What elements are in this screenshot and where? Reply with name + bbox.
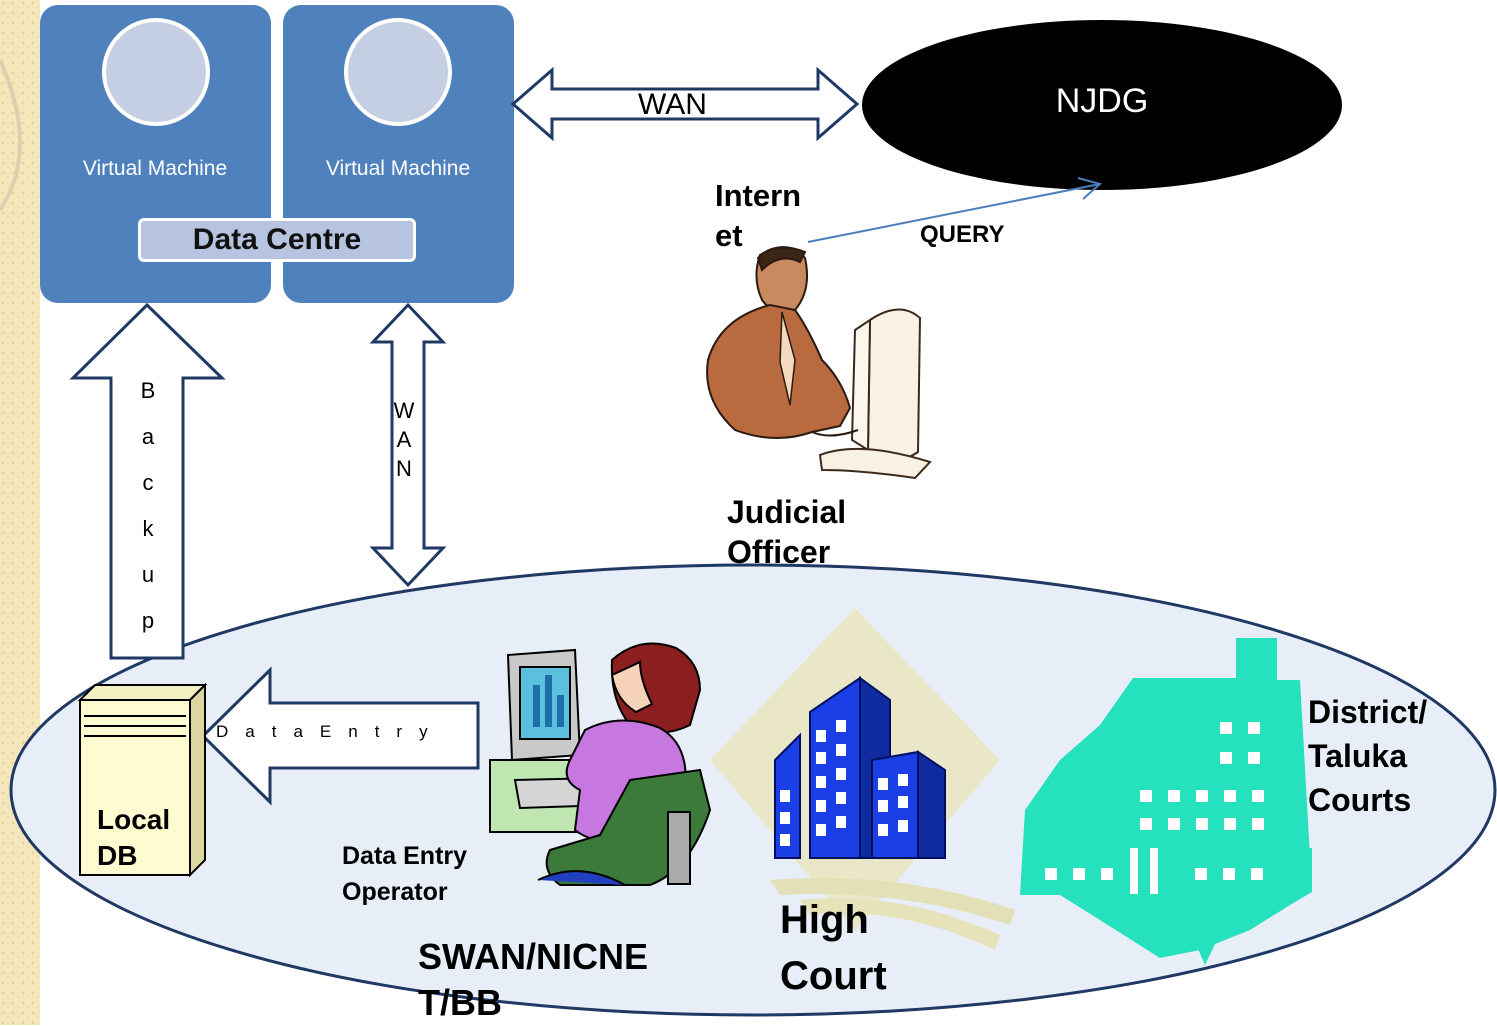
decorative-left-border (0, 0, 40, 1025)
network-line-1: SWAN/NICNE (418, 936, 649, 977)
data-entry-arrow (200, 666, 480, 806)
local-db-line-1: Local (97, 804, 171, 835)
operator-line-1: Data Entry (342, 842, 468, 870)
district-building-window (1168, 790, 1180, 802)
backup-letter: c (142, 470, 154, 495)
high-court-window (836, 792, 846, 804)
district-court-building-icon (1020, 638, 1312, 965)
district-building-window (1045, 868, 1057, 880)
high-court-window (898, 774, 908, 786)
backup-arrow (69, 302, 226, 660)
high-court-window (816, 776, 826, 788)
local-db-label: Local DB (97, 802, 170, 874)
high-court-window (878, 778, 888, 790)
high-court-window (816, 800, 826, 812)
backup-label: B a c k u p (133, 368, 163, 644)
internet-label: Intern et (715, 176, 801, 256)
high-court-line-1: High (780, 898, 869, 942)
data-entry-operator-icon (489, 642, 712, 886)
district-courts-label: District/ Taluka Courts (1308, 690, 1427, 822)
district-building-window (1140, 818, 1152, 830)
njdg-label: NJDG (1055, 82, 1149, 120)
high-court-window (816, 730, 826, 742)
district-building-window (1140, 790, 1152, 802)
high-court-window (816, 824, 826, 836)
judicial-officer-line-1: Judicial (727, 494, 847, 530)
high-court-label: High Court (780, 892, 887, 1004)
wan-letter: N (396, 456, 412, 481)
district-building-window (1252, 790, 1264, 802)
high-court-window (836, 720, 846, 732)
backup-letter: p (141, 608, 155, 633)
district-building-window (1195, 868, 1207, 880)
backup-letter: a (141, 424, 155, 449)
judicial-officer-icon (706, 246, 932, 480)
district-building-window (1168, 818, 1180, 830)
district-building-window (1223, 868, 1235, 880)
high-court-window (780, 834, 790, 846)
district-building-window (1248, 722, 1260, 734)
judicial-officer-label: Judicial Officer (727, 492, 846, 572)
wan-horizontal-label: WAN (638, 88, 707, 121)
data-entry-label: DataEntry (216, 722, 445, 741)
district-building-pillar (1130, 848, 1138, 894)
judicial-officer-line-2: Officer (727, 534, 831, 570)
high-court-line-2: Court (780, 954, 887, 998)
high-court-window (816, 752, 826, 764)
operator-line-2: Operator (342, 878, 448, 906)
high-court-window (780, 812, 790, 824)
district-building-window (1073, 868, 1085, 880)
wan-double-arrow-horizontal (510, 66, 860, 142)
backup-letter: k (142, 516, 154, 541)
district-building-window (1196, 790, 1208, 802)
njdg-ellipse (862, 20, 1342, 190)
district-building-window (1224, 818, 1236, 830)
high-court-window (836, 744, 846, 756)
high-court-window (878, 824, 888, 836)
high-court-window (898, 796, 908, 808)
query-connector-line (807, 183, 1101, 243)
wan-letter: W (393, 398, 415, 423)
backup-letter: u (141, 562, 155, 587)
wan-double-arrow-vertical (369, 302, 447, 588)
vm1-disk-icon (102, 18, 210, 126)
data-centre-label: Data Centre (138, 218, 416, 262)
district-building-window (1251, 868, 1263, 880)
backup-letter: B (140, 378, 156, 403)
district-building-window (1252, 818, 1264, 830)
query-label: QUERY (920, 221, 1005, 248)
district-building-pillar (1150, 848, 1158, 894)
district-building-window (1220, 722, 1232, 734)
district-line-3: Courts (1308, 782, 1412, 818)
data-entry-operator-label: Data Entry Operator (342, 838, 467, 910)
district-building-window (1196, 818, 1208, 830)
high-court-window (836, 768, 846, 780)
wan-vertical-label: W A N (387, 396, 421, 483)
high-court-window (836, 816, 846, 828)
district-line-1: District/ (1308, 694, 1428, 730)
local-db-server-icon (77, 682, 208, 878)
decorative-swirl (0, 59, 22, 212)
network-label: SWAN/NICNE T/BB (418, 934, 648, 1026)
internet-label-line-2: et (715, 218, 743, 253)
high-court-window (898, 820, 908, 832)
district-building-window (1220, 752, 1232, 764)
district-building-window (1248, 752, 1260, 764)
internet-label-line-1: Intern (715, 178, 802, 213)
vm1-label: Virtual Machine (82, 157, 228, 180)
high-court-window (878, 800, 888, 812)
district-line-2: Taluka (1308, 738, 1407, 774)
district-building-window (1224, 790, 1236, 802)
high-court-window (780, 790, 790, 802)
district-building-window (1101, 868, 1113, 880)
query-arrowhead (1077, 177, 1103, 200)
network-line-2: T/BB (418, 982, 502, 1023)
vm2-label: Virtual Machine (325, 157, 471, 180)
vm2-disk-icon (344, 18, 452, 126)
wan-letter: A (396, 427, 412, 452)
local-db-line-2: DB (97, 840, 138, 871)
